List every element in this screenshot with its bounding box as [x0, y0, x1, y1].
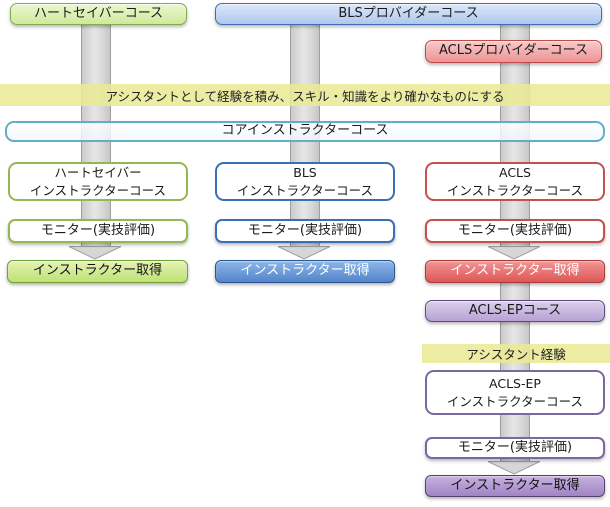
bls-acquired-box: インストラクター取得	[215, 260, 395, 283]
acls-ep-course-box: ACLS-EPコース	[425, 300, 605, 322]
acls-ep-instructor-course-line2: インストラクターコース	[446, 393, 584, 409]
heartsaver-monitor-box: モニター(実技評価)	[8, 219, 188, 243]
acls-ep-assistant-band: アシスタント経験	[422, 344, 610, 363]
acls-instructor-course-line2: インストラクターコース	[446, 182, 584, 198]
heartsaver-instructor-course-box: ハートセイバー インストラクターコース	[8, 162, 188, 201]
arrow-down-icon	[487, 461, 541, 475]
heartsaver-provider-course-box: ハートセイバーコース	[10, 3, 187, 25]
assistant-experience-band: アシスタントとして経験を積み、スキル・知識をより確かなものにする	[0, 84, 610, 106]
arrow-down-icon	[277, 246, 331, 260]
bls-instructor-course-line2: インストラクターコース	[236, 182, 374, 198]
heartsaver-instructor-course-line2: インストラクターコース	[29, 182, 167, 198]
bls-monitor-box: モニター(実技評価)	[215, 219, 395, 243]
acls-instructor-course-line1: ACLS	[499, 165, 531, 180]
acls-acquired-box: インストラクター取得	[425, 260, 605, 283]
arrow-down-icon	[68, 246, 122, 260]
acls-ep-acquired-box: インストラクター取得	[425, 475, 605, 497]
heartsaver-instructor-course-line1: ハートセイバー	[54, 165, 142, 180]
heartsaver-acquired-box: インストラクター取得	[7, 260, 188, 283]
acls-monitor-box: モニター(実技評価)	[425, 219, 605, 243]
arrow-down-icon	[487, 246, 541, 260]
bls-provider-course-box: BLSプロバイダーコース	[215, 3, 602, 25]
acls-ep-instructor-course-line1: ACLS-EP	[489, 376, 541, 391]
acls-provider-course-box: ACLSプロバイダーコース	[425, 40, 602, 63]
bls-instructor-course-box: BLS インストラクターコース	[215, 162, 395, 201]
acls-ep-instructor-course-box: ACLS-EP インストラクターコース	[425, 370, 605, 415]
core-instructor-course-box: コアインストラクターコース	[5, 121, 605, 142]
acls-ep-monitor-box: モニター(実技評価)	[425, 437, 605, 459]
acls-instructor-course-box: ACLS インストラクターコース	[425, 162, 605, 201]
bls-instructor-course-line1: BLS	[293, 165, 317, 180]
